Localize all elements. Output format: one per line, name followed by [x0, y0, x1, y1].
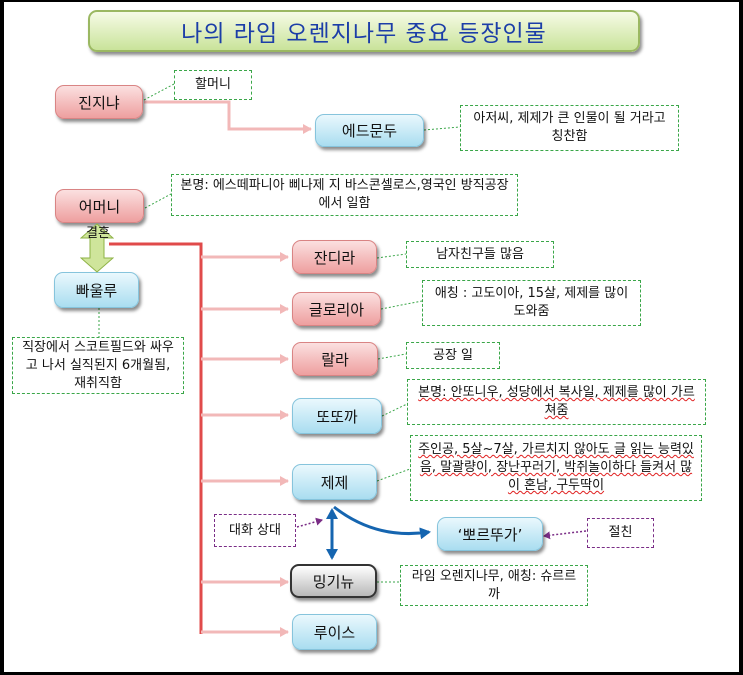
node-jinjinya: 진지냐 — [55, 85, 143, 119]
note-paulo: 직장에서 스코트필드와 싸우고 나서 실직된지 6개월됨, 재취직함 — [12, 337, 184, 394]
leader-edmundo — [423, 126, 461, 131]
note-conversation: 대화 상대 — [214, 514, 296, 547]
diagram-canvas: 나의 라임 오렌지나무 중요 등장인물 진지냐 에드문두 어머니 빠울루 잔디라… — [4, 2, 739, 672]
leader-grandmother — [143, 83, 175, 101]
marriage-label: 결혼 — [86, 226, 110, 241]
note-jandira: 남자친구들 많음 — [406, 241, 554, 268]
note-zeze: 주인공, 5살~7살, 가르치지 않아도 글 읽는 능력있음, 말괄량이, 장난… — [410, 435, 702, 501]
marriage-arrow-icon — [80, 223, 114, 273]
node-totoca: 또또까 — [292, 398, 382, 434]
note-grandmother: 할머니 — [174, 70, 252, 100]
leader-gloria — [380, 300, 423, 310]
diagram-title: 나의 라임 오렌지나무 중요 등장인물 — [88, 10, 640, 52]
leader-jandira — [376, 253, 407, 259]
note-best-friend: 절친 — [587, 518, 654, 548]
node-edmundo: 에드문두 — [315, 114, 424, 147]
node-jandira: 잔디라 — [292, 240, 377, 274]
note-mother: 본명: 에스떼파니아 삐나제 지 바스콘셀로스,영국인 방직공장에서 일함 — [171, 174, 518, 216]
note-gloria: 애칭 : 고도이아, 15살, 제제를 많이 도와줌 — [422, 280, 641, 326]
note-lala: 공장 일 — [406, 342, 500, 369]
note-totoca: 본명: 안또니우, 성당에서 복사일, 제제를 많이 가르쳐줌 — [407, 379, 706, 425]
leader-lala — [377, 353, 407, 360]
pointer-best-friend — [543, 530, 587, 540]
arrow-zeze-portuga — [333, 505, 431, 540]
node-luis: 루이스 — [292, 614, 377, 650]
node-portuga: ‘뽀르뚜가’ — [437, 517, 543, 551]
note-minguinho: 라임 오렌지나무, 애칭: 슈르르까 — [400, 565, 588, 606]
node-paulo: 빠울루 — [54, 272, 139, 308]
pointer-conversation — [296, 517, 323, 528]
node-mother: 어머니 — [55, 189, 144, 223]
link-family-trunk — [109, 242, 203, 634]
leader-zeze — [376, 468, 411, 482]
node-gloria: 글로리아 — [292, 292, 381, 326]
leader-mother — [144, 193, 172, 209]
note-edmundo: 아저씨, 제제가 큰 인물이 될 거라고 칭찬함 — [460, 105, 679, 151]
leader-totoca — [381, 403, 408, 417]
node-lala: 랄라 — [292, 342, 378, 376]
link-jinjinya-edmundo — [144, 100, 312, 134]
node-minguinho: 밍기뉴 — [290, 564, 377, 598]
connector-layer — [98, 83, 587, 637]
node-zeze: 제제 — [292, 464, 377, 500]
